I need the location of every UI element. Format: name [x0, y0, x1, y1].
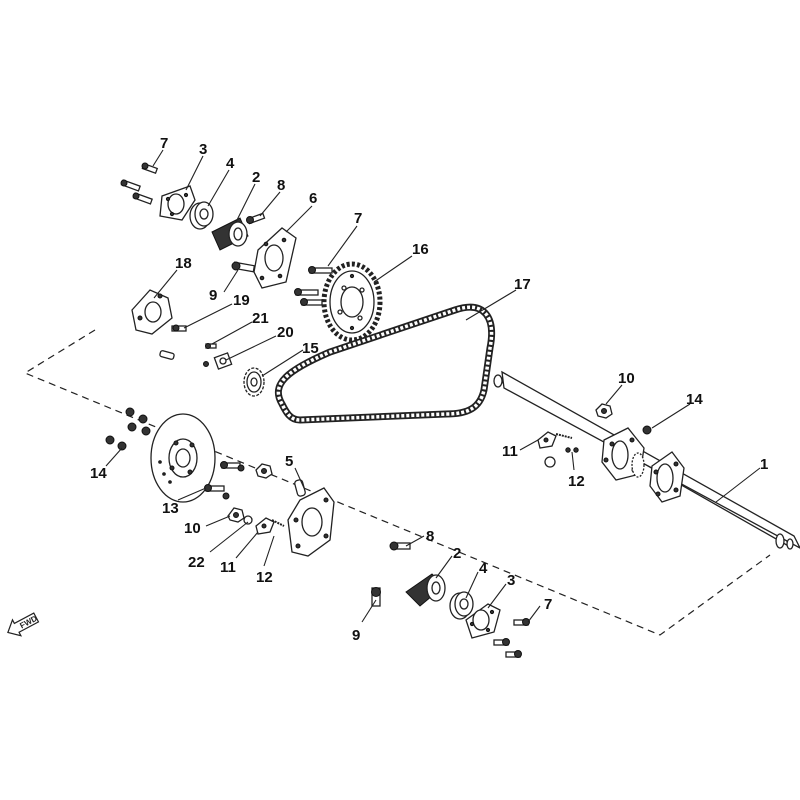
callout-18: 18 — [175, 255, 192, 272]
callout-14: 14 — [90, 465, 107, 482]
callout-6: 6 — [309, 190, 317, 207]
bearing-housing-2-upper — [211, 217, 249, 251]
bolt-19 — [171, 324, 187, 332]
bolts-7-sprocket — [294, 266, 333, 306]
callout-5: 5 — [285, 453, 293, 470]
bearing-housing-2-lower — [405, 573, 446, 607]
callout-3: 3 — [199, 141, 207, 158]
callout-20: 20 — [277, 324, 294, 341]
callout-numbers: 7 3 4 2 8 6 7 16 17 18 9 19 21 20 15 10 … — [90, 135, 768, 644]
rear-axle-1 — [493, 370, 800, 550]
bolt-9-lower — [371, 587, 381, 607]
callout-16: 16 — [412, 241, 429, 258]
axle-assembly-outline — [23, 329, 771, 636]
callout-3: 3 — [507, 572, 515, 589]
callout-19: 19 — [233, 292, 250, 309]
bracket-11-upper — [537, 431, 579, 468]
bearing-plate-3-upper — [159, 185, 196, 221]
callout-8: 8 — [426, 528, 434, 545]
nut-10-lower — [227, 507, 253, 525]
callout-7: 7 — [544, 596, 552, 613]
callout-13: 13 — [162, 500, 179, 517]
nut-14-upper — [642, 425, 652, 435]
callout-15: 15 — [302, 340, 319, 357]
callout-10: 10 — [184, 520, 201, 537]
bracket-18 — [131, 289, 173, 335]
callout-14: 14 — [686, 391, 703, 408]
bracket-11-lower — [255, 517, 285, 535]
callout-4: 4 — [479, 560, 488, 577]
callout-4: 4 — [226, 155, 235, 172]
callout-7: 7 — [354, 210, 362, 227]
mounting-plate-6 — [253, 227, 297, 289]
callout-21: 21 — [252, 310, 269, 327]
drive-sprocket-15 — [243, 367, 265, 397]
caliper-bolts-13 — [204, 461, 273, 500]
callout-2: 2 — [453, 545, 461, 562]
pin-21 — [205, 343, 217, 349]
callout-12: 12 — [256, 569, 273, 586]
callout-12: 12 — [568, 473, 585, 490]
drive-chain-17 — [274, 303, 496, 424]
brake-disc — [150, 413, 216, 503]
callout-7: 7 — [160, 135, 168, 152]
nuts-14-lower — [105, 407, 151, 451]
callout-8: 8 — [277, 177, 285, 194]
leader-lines — [105, 149, 761, 623]
bearing-4-lower — [449, 591, 474, 620]
callout-17: 17 — [514, 276, 531, 293]
bolt-7-upper — [120, 162, 159, 205]
pin-loose — [159, 350, 175, 360]
bolt-8-upper — [246, 212, 266, 225]
callout-2: 2 — [252, 169, 260, 186]
callout-9: 9 — [209, 287, 217, 304]
callout-10: 10 — [618, 370, 635, 387]
driven-sprocket-16 — [321, 261, 383, 343]
bolt-8-lower — [389, 541, 411, 551]
callout-1: 1 — [760, 456, 768, 473]
callout-22: 22 — [188, 554, 205, 571]
callout-9: 9 — [352, 627, 360, 644]
bolts-7-lower — [493, 618, 530, 658]
bearing-4-upper — [189, 201, 214, 230]
callout-11: 11 — [502, 443, 518, 460]
caliper-bracket-5 — [287, 479, 335, 557]
bearing-plate-3-lower — [465, 603, 501, 639]
bolt-9-upper — [231, 261, 256, 273]
nut-10-upper — [595, 403, 613, 419]
callout-11: 11 — [220, 559, 236, 576]
fwd-arrow-icon: FWD — [7, 612, 40, 637]
washer-20 — [203, 352, 233, 370]
